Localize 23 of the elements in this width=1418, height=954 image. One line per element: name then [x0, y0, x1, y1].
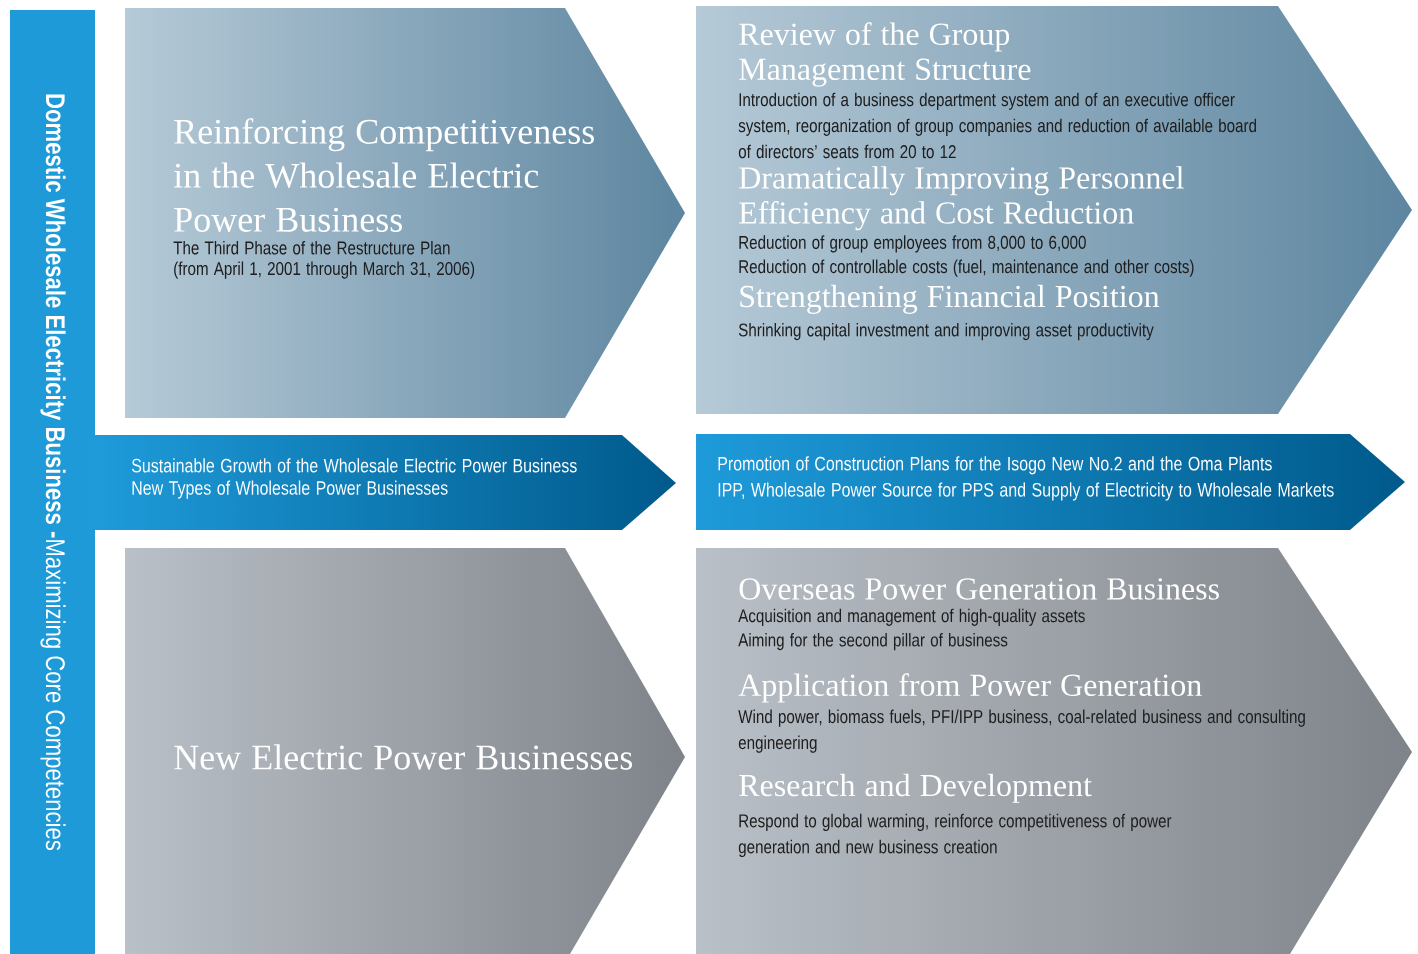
side-bar: Domestic Wholesale Electricity Business -Maximizing Core Competencies	[10, 10, 95, 954]
description: The Third Phase of the Restructure Plan	[173, 240, 450, 255]
description: Respond to global warming, reinforce competitiveness of power generation and new business creation	[738, 813, 1172, 858]
heading: Overseas Power Generation Business	[739, 578, 1219, 600]
description: (from April 1, 2001 through March 31, 2006)	[174, 261, 475, 279]
description: Introduction of a business department system and of an executive officer system, reorganization of group companies and reduction of available board of directors’ seats from 20 to 12	[738, 92, 1256, 159]
description: Acquisition and management of high-quality assets	[738, 608, 1085, 626]
description: Wind power, biomass fuels, PFI/IPP business, coal-related business and consulting engineering	[738, 709, 1305, 753]
heading: Review of the Group Management Structure	[739, 22, 1031, 87]
banner-text: New Types of Wholesale Power Businesses	[132, 480, 448, 499]
banner-text: Sustainable Growth of the Wholesale Electric Power Business	[131, 458, 577, 473]
heading: New Electric Power Businesses	[174, 744, 632, 770]
banner-text: IPP, Wholesale Power Source for PPS and Supply of Electricity to Wholesale Markets	[718, 482, 1334, 501]
description: Reduction of controllable costs (fuel, maintenance and other costs)	[739, 259, 1194, 277]
heading: Research and Development	[739, 773, 1092, 803]
heading: Dramatically Improving Personnel Efficiency and Cost Reduction	[739, 166, 1184, 231]
heading: Application from Power Generation	[738, 673, 1202, 703]
description: Shrinking capital investment and improving asset productivity	[738, 322, 1154, 341]
heading: Strengthening Financial Position	[740, 284, 1160, 314]
banner-text: Promotion of Construction Plans for the Isogo New No.2 and the Oma Plants	[718, 456, 1272, 475]
heading: Reinforcing Competitiveness in the Wholesale Electric Power Business	[173, 118, 594, 232]
description: Aiming for the second pillar of business	[738, 632, 1008, 651]
description: Reduction of group employees from 8,000 to 6,000	[739, 235, 1086, 253]
